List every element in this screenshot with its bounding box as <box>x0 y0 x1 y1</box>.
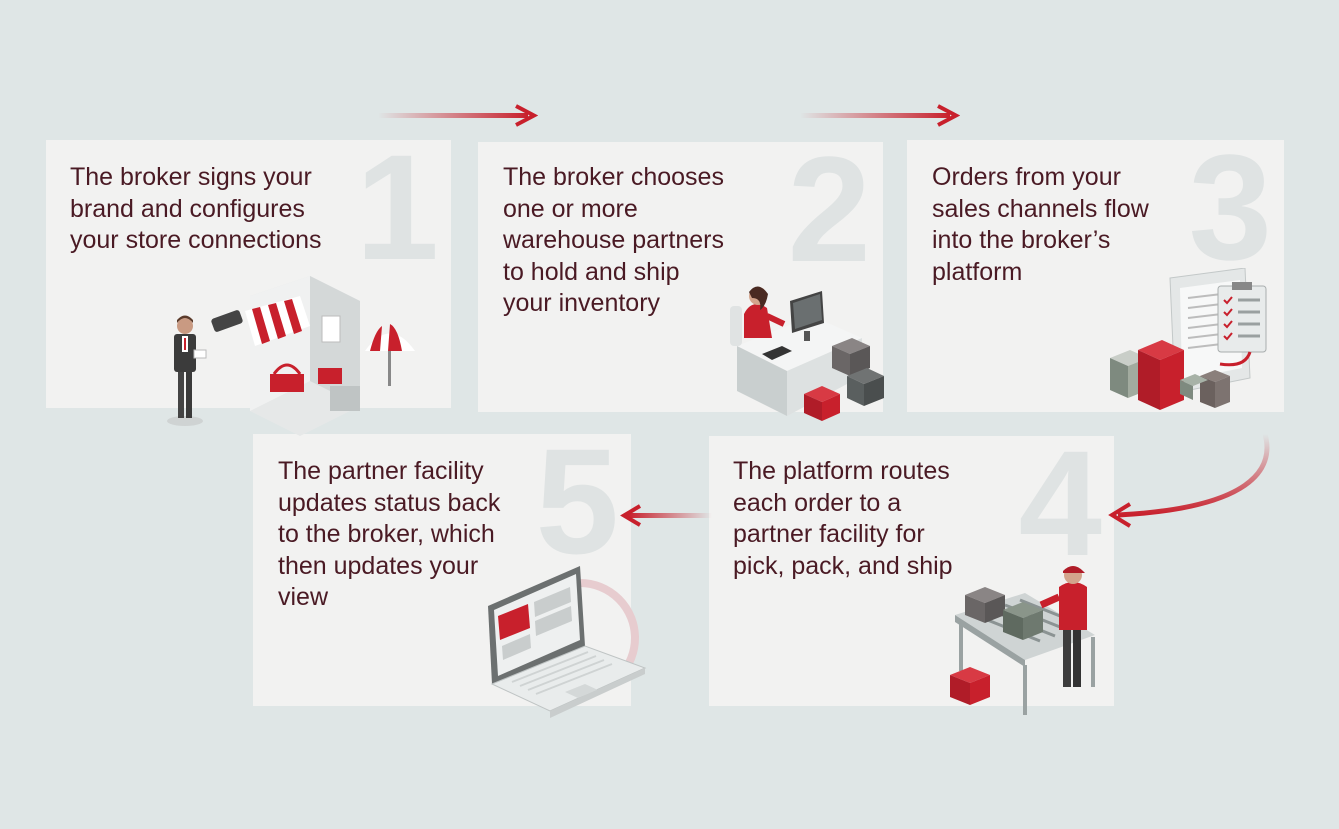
step-card-1: 1 The broker signs your brand and config… <box>46 140 451 408</box>
step-card-4: 4 The platform routes each order to a pa… <box>709 436 1114 706</box>
step-number: 3 <box>1188 140 1272 291</box>
step-number: 4 <box>1018 436 1102 587</box>
step-text: The platform routes each order to a part… <box>733 457 953 580</box>
order-checklist-icon <box>1110 268 1267 410</box>
arrow-step3-to-step4 <box>1108 433 1270 528</box>
step-number: 5 <box>535 434 619 585</box>
arrow-step2-to-step3 <box>800 104 960 127</box>
arrow-step1-to-step2 <box>378 104 538 127</box>
step-text: The partner facility updates status back… <box>278 457 501 611</box>
step-number: 2 <box>787 142 871 293</box>
step-text: The broker signs your brand and configur… <box>70 163 322 254</box>
warehouse-packer-icon <box>950 566 1095 715</box>
arrow-step4-to-step5 <box>620 504 712 527</box>
step-text: Orders from your sales channels flow int… <box>932 163 1149 286</box>
office-worker-icon <box>730 286 884 421</box>
step-text: The broker chooses one or more warehouse… <box>503 163 724 317</box>
step-number: 1 <box>355 140 439 291</box>
online-shop-icon <box>167 276 415 436</box>
step-card-5: 5 The partner facility updates status ba… <box>253 434 631 706</box>
step-card-2: 2 The broker chooses one or more warehou… <box>478 142 883 412</box>
laptop-icon <box>488 566 647 718</box>
